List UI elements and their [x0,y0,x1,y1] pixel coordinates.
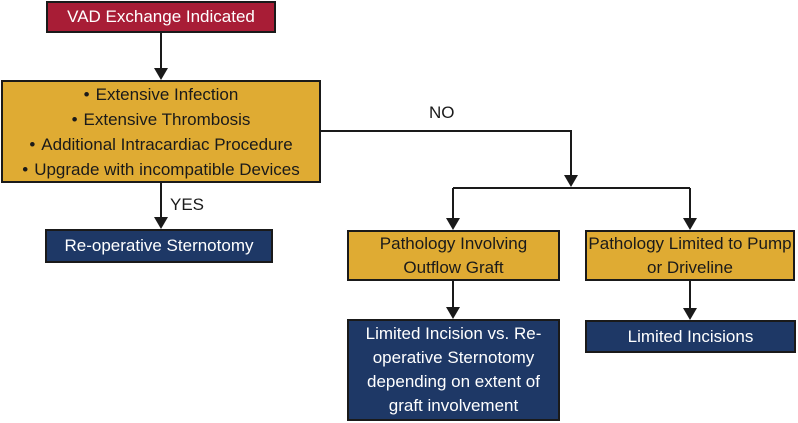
node-pathology-pump-driveline: Pathology Limited to Pump or Driveline [585,230,795,281]
criteria-item: •Additional Intracardiac Procedure [3,132,319,157]
node-limited-incision-vs-sternotomy: Limited Incision vs. Re-operative Sterno… [347,319,560,421]
arrowhead [154,217,168,229]
criteria-item-label: Extensive Infection [95,84,239,104]
criteria-item-label: Upgrade with incompatible Devices [34,159,300,179]
bullet-icon: • [71,109,78,129]
criteria-list: •Extensive Infection •Extensive Thrombos… [3,82,319,182]
bullet-icon: • [29,134,36,154]
arrowhead [446,218,460,230]
node-pathology-outflow-graft: Pathology Involving Outflow Graft [347,230,560,281]
criteria-item: •Upgrade with incompatible Devices [3,157,319,182]
arrowhead [154,68,168,80]
node-label: Pathology Involving Outflow Graft [379,233,528,277]
node-label: Limited Incision vs. Re-operative Sterno… [365,324,542,415]
edge-no [321,130,572,177]
bullet-icon: • [22,159,29,179]
criteria-item: •Extensive Thrombosis [3,107,319,132]
node-label: VAD Exchange Indicated [67,7,255,26]
edge-label-no: NO [429,103,455,122]
node-reoperative-sternotomy: Re-operative Sternotomy [45,229,273,263]
bullet-icon: • [83,84,90,104]
arrowhead [446,307,460,319]
criteria-item-label: Additional Intracardiac Procedure [41,134,293,154]
arrowhead [683,218,697,230]
criteria-item-label: Extensive Thrombosis [83,109,251,129]
edge-label-yes: YES [170,195,205,214]
node-limited-incisions: Limited Incisions [585,320,796,353]
arrowhead [564,175,578,187]
node-exchange-criteria: •Extensive Infection •Extensive Thrombos… [1,80,321,183]
arrowhead [683,308,697,320]
node-vad-exchange-indicated: VAD Exchange Indicated [46,1,276,33]
node-label: Re-operative Sternotomy [64,236,254,255]
node-label: Limited Incisions [627,326,754,346]
node-label: Pathology Limited to Pump or Driveline [588,233,792,277]
criteria-item: •Extensive Infection [3,82,319,107]
